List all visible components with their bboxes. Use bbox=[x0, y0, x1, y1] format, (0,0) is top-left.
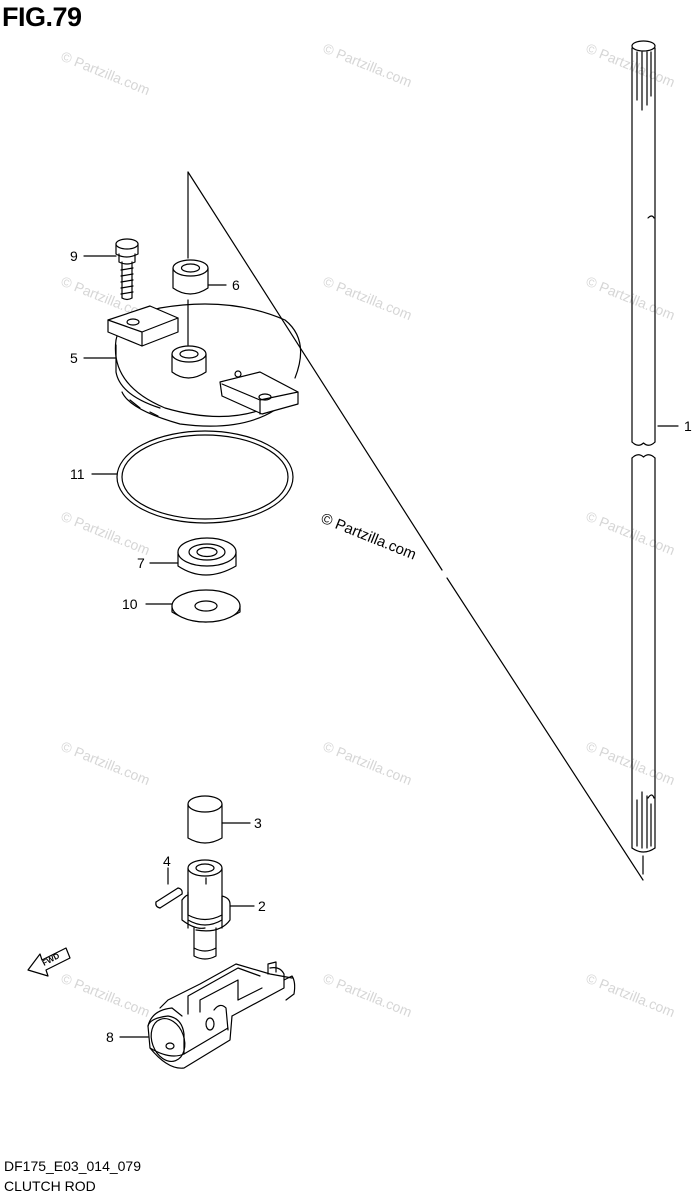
callout-labels: 1 2 3 4 5 6 7 8 9 10 11 bbox=[70, 248, 692, 1045]
callout-2: 2 bbox=[258, 898, 266, 914]
watermark-text: © Partzilla.com bbox=[321, 970, 414, 1020]
oil-seal bbox=[172, 171, 209, 346]
watermark-text: © Partzilla.com bbox=[584, 273, 677, 323]
callout-1: 1 bbox=[684, 418, 692, 434]
watermark-text: © Partzilla.com bbox=[584, 40, 677, 90]
callout-5: 5 bbox=[70, 350, 78, 366]
watermark-layer: © Partzilla.com © Partzilla.com © Partzi… bbox=[59, 40, 677, 1020]
assembly-guide-line bbox=[187, 171, 644, 881]
callout-4: 4 bbox=[163, 853, 171, 869]
center-watermark: © Partzilla.com bbox=[319, 510, 419, 564]
watermark-text: © Partzilla.com bbox=[584, 970, 677, 1020]
watermark-text: © Partzilla.com bbox=[59, 738, 152, 788]
watermark-text: © Partzilla.com bbox=[321, 273, 414, 323]
clutch-shaft bbox=[181, 859, 231, 960]
callout-8: 8 bbox=[106, 1029, 114, 1045]
watermark-text: © Partzilla.com bbox=[584, 738, 677, 788]
washer bbox=[171, 589, 241, 623]
callout-7: 7 bbox=[137, 555, 145, 571]
bearing bbox=[177, 537, 237, 576]
watermark-text: © Partzilla.com bbox=[321, 40, 414, 90]
bolt bbox=[115, 238, 139, 301]
watermark-text: © Partzilla.com bbox=[59, 508, 152, 558]
callout-6: 6 bbox=[232, 277, 240, 293]
figure-code: DF175_E03_014_079 bbox=[4, 1158, 142, 1174]
watermark-text: © Partzilla.com bbox=[59, 48, 152, 98]
callout-10: 10 bbox=[122, 596, 138, 612]
callout-3: 3 bbox=[254, 815, 262, 831]
clutch-rod bbox=[631, 40, 656, 875]
watermark-text: © Partzilla.com bbox=[584, 508, 677, 558]
fwd-arrow-icon bbox=[27, 947, 71, 977]
shift-yoke bbox=[147, 961, 296, 1069]
housing-plate bbox=[107, 303, 302, 427]
pin bbox=[155, 887, 183, 909]
watermark-text: © Partzilla.com bbox=[59, 970, 152, 1020]
o-ring bbox=[116, 430, 294, 524]
figure-title: FIG.79 bbox=[2, 2, 82, 32]
figure-name: CLUTCH ROD bbox=[4, 1178, 96, 1194]
leader-lines bbox=[83, 255, 679, 1038]
watermark-text: © Partzilla.com bbox=[321, 738, 414, 788]
callout-9: 9 bbox=[70, 248, 78, 264]
bushing bbox=[187, 795, 223, 844]
callout-11: 11 bbox=[70, 466, 85, 482]
